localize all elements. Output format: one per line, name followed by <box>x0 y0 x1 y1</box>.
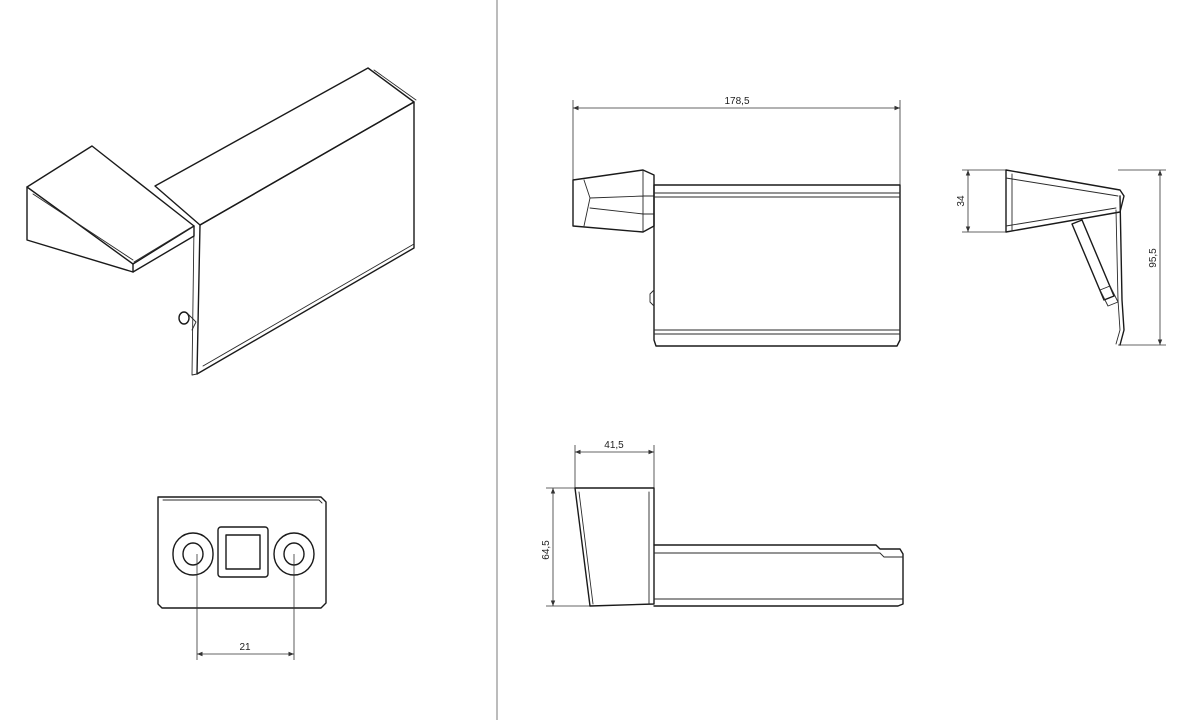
dim-width: 178,5 <box>724 96 749 107</box>
center-square-socket-inner <box>225 534 261 570</box>
top-view: 41,5 64,5 <box>541 440 904 607</box>
shelf-bottom-lip <box>202 243 415 367</box>
shelf-top-edge <box>373 69 417 101</box>
front-block-facets <box>583 169 644 233</box>
side-view: 34 95,5 <box>956 169 1166 346</box>
side-back-plate <box>1119 195 1125 346</box>
front-pin-stub <box>649 289 655 307</box>
side-back-plate-inner <box>1115 209 1121 345</box>
dim-top-height: 64,5 <box>541 540 552 560</box>
block-bevel-line <box>32 193 134 261</box>
front-shelf-bottom-lip <box>653 329 901 335</box>
top-block-inner-lines <box>578 491 650 605</box>
left-screw-hole-outer <box>172 532 214 576</box>
block-front-face <box>26 186 134 273</box>
side-block-wedge <box>1005 169 1125 233</box>
side-support-arm-pin <box>1099 285 1119 307</box>
side-block-facets <box>1005 173 1119 231</box>
side-support-arm <box>1071 219 1115 301</box>
dim-side-total-height: 95,5 <box>1148 248 1159 268</box>
top-shelf-inner-lines <box>653 552 904 600</box>
dim-hole-spacing: 21 <box>239 642 251 653</box>
block-bevel-line-2 <box>133 227 191 263</box>
dim-side-height: 34 <box>956 195 967 207</box>
mount-pin-shaft <box>187 313 197 331</box>
mounting-plate-outline <box>157 496 327 609</box>
top-shelf-outline <box>653 544 904 607</box>
block-side-face <box>132 225 195 273</box>
front-block-facets-2 <box>642 195 655 215</box>
isometric-view <box>26 67 417 376</box>
front-view: 178,5 <box>572 96 901 347</box>
shelf-top-face <box>154 67 415 226</box>
front-shelf-outline <box>653 184 901 347</box>
shelf-plate-edge <box>191 226 198 376</box>
center-square-socket-outer <box>217 526 269 578</box>
dim-top-depth: 41,5 <box>604 440 624 451</box>
top-block-outline <box>574 487 655 607</box>
mount-pin <box>178 311 190 325</box>
front-shelf-top-lip <box>653 192 901 198</box>
mounting-plate-view: 21 <box>157 496 327 660</box>
block-top-face <box>26 145 195 265</box>
left-screw-hole-inner <box>182 542 204 566</box>
shelf-front-plate <box>196 101 415 375</box>
mounting-plate-inner-edge <box>162 499 323 504</box>
